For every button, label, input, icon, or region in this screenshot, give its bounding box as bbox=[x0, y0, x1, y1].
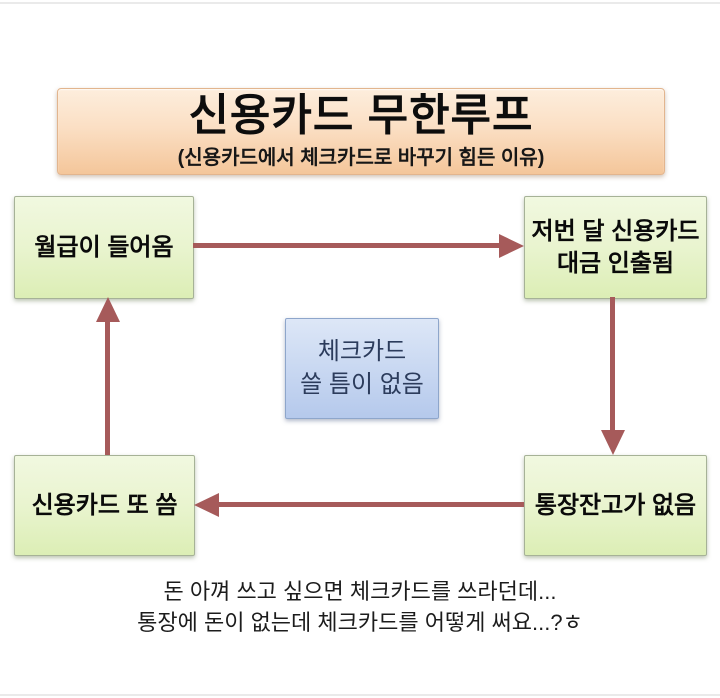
node-label-line1: 저번 달 신용카드 bbox=[531, 218, 700, 246]
node-label: 신용카드 또 씀 bbox=[31, 491, 178, 519]
arrowhead-up-icon bbox=[96, 297, 120, 322]
arrow-line bbox=[218, 502, 524, 507]
arrowhead-down-icon bbox=[601, 430, 625, 455]
arrow-line bbox=[193, 243, 501, 248]
caption-line2: 통장에 돈이 없는데 체크카드를 어떻게 써요...?ㅎ bbox=[137, 609, 583, 635]
node-salary-deposit: 월급이 들어옴 bbox=[14, 196, 194, 299]
node-label-line2: 대금 인출됨 bbox=[556, 249, 675, 277]
top-edge-line bbox=[0, 2, 720, 4]
arrowhead-left-icon bbox=[194, 493, 219, 517]
caption: 돈 아껴 쓰고 싶으면 체크카드를 쓰라던데... 통장에 돈이 없는데 체크카… bbox=[0, 577, 720, 639]
arrow-line bbox=[105, 321, 110, 455]
node-no-balance: 통장잔고가 없음 bbox=[524, 455, 707, 556]
node-label-line1: 체크카드 bbox=[317, 338, 407, 366]
node-label-line2: 쓸 틈이 없음 bbox=[300, 370, 424, 398]
node-label: 통장잔고가 없음 bbox=[534, 491, 697, 519]
arrow-line bbox=[610, 297, 615, 431]
caption-line1: 돈 아껴 쓰고 싶으면 체크카드를 쓰라던데... bbox=[163, 579, 557, 604]
bottom-edge-line bbox=[0, 694, 720, 696]
node-no-chance-check-card: 체크카드 쓸 틈이 없음 bbox=[285, 318, 439, 419]
title-banner: 신용카드 무한루프 (신용카드에서 체크카드로 바꾸기 힘든 이유) bbox=[57, 88, 665, 175]
node-label: 월급이 들어옴 bbox=[34, 233, 174, 261]
diagram-title: 신용카드 무한루프 bbox=[188, 90, 534, 140]
arrowhead-right-icon bbox=[499, 234, 524, 258]
node-card-payment-withdrawn: 저번 달 신용카드 대금 인출됨 bbox=[524, 196, 707, 299]
diagram-subtitle: (신용카드에서 체크카드로 바꾸기 힘든 이유) bbox=[177, 147, 545, 170]
node-credit-card-again: 신용카드 또 씀 bbox=[14, 455, 195, 556]
